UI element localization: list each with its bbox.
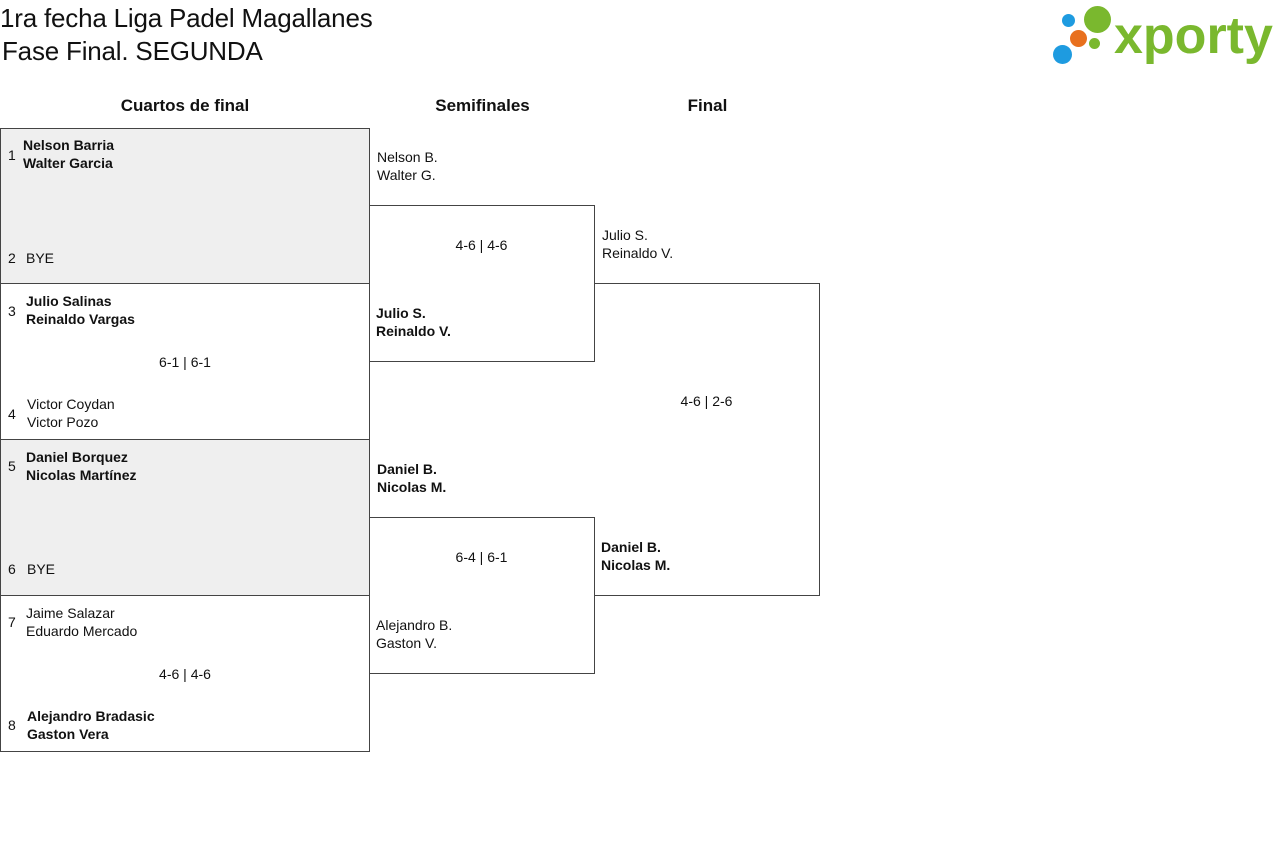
seed-number: 7 [8,614,16,630]
seed-number: 5 [8,458,16,474]
seed-number: 2 [8,250,16,266]
match-score: 6-4 | 6-1 [455,549,508,565]
player-name: Walter Garcia [23,155,113,171]
team-entry: Jaime Salazar Eduardo Mercado [26,604,137,640]
seed-number: 8 [8,717,16,733]
team-entry: Julio S. Reinaldo V. [602,226,673,262]
team-entry: Nelson Barria Walter Garcia [23,136,114,172]
player-name: Alejandro Bradasic [27,708,155,724]
match-score: 4-6 | 2-6 [680,393,733,409]
column-header-final: Final [687,96,728,115]
team-entry: Daniel B. Nicolas M. [601,538,670,574]
player-name: Gaston Vera [27,726,109,742]
page-subtitle: Fase Final. SEGUNDA [2,36,263,66]
match-score: 4-6 | 4-6 [455,237,508,253]
team-entry: Victor Coydan Victor Pozo [27,395,115,431]
quarterfinal-match-4[interactable]: 7 Jaime Salazar Eduardo Mercado 4-6 | 4-… [0,595,370,752]
team-entry: Alejandro B. Gaston V. [376,616,452,652]
player-name: Nelson B. [377,149,438,165]
player-name: Victor Pozo [27,414,99,430]
player-name: Jaime Salazar [26,605,115,621]
player-name: Julio Salinas [26,293,112,309]
team-entry: Nelson B. Walter G. [377,148,438,184]
team-entry: Alejandro Bradasic Gaston Vera [27,707,155,743]
player-name: Reinaldo V. [602,245,674,261]
player-name: Gaston V. [376,635,437,651]
player-name: Julio S. [376,305,426,321]
quarterfinal-match-1[interactable]: 1 Nelson Barria Walter Garcia 2 BYE [0,128,370,284]
player-name: BYE [26,250,55,266]
team-entry: Julio S. Reinaldo V. [376,304,451,340]
player-name: Daniel Borquez [26,449,128,465]
player-name: Alejandro B. [376,617,453,633]
player-name: Nicolas Martínez [26,467,137,483]
team-entry: BYE [26,249,54,267]
logo-dot-blue-large-icon [1053,45,1072,64]
seed-number: 4 [8,406,16,422]
semifinal-bracket-box: 4-6 | 4-6 Julio S. Reinaldo V. [369,205,595,362]
player-name: Reinaldo V. [376,323,451,339]
player-name: Nicolas M. [377,479,447,495]
player-name: Reinaldo Vargas [26,311,135,327]
logo-dot-orange-icon [1070,30,1087,47]
logo-dot-green-small-icon [1089,38,1100,49]
logo-dot-green-icon [1084,6,1111,33]
player-name: Julio S. [602,227,648,243]
seed-number: 1 [8,147,16,163]
player-name: Daniel B. [377,461,437,477]
semifinal-bracket-box: 6-4 | 6-1 Alejandro B. Gaston V. [369,517,595,674]
team-entry: Daniel B. Nicolas M. [377,460,446,496]
player-name: Eduardo Mercado [26,623,138,639]
quarterfinal-match-2[interactable]: 3 Julio Salinas Reinaldo Vargas 6-1 | 6-… [0,283,370,440]
team-entry: Daniel Borquez Nicolas Martínez [26,448,136,484]
seed-number: 3 [8,303,16,319]
team-entry: BYE [27,560,55,578]
player-name: Nicolas M. [601,557,671,573]
logo-text: xporty [1114,7,1273,65]
seed-number: 6 [8,561,16,577]
column-header-semifinals: Semifinales [435,96,530,115]
team-entry: Julio Salinas Reinaldo Vargas [26,292,135,328]
player-name: BYE [27,561,56,577]
match-score: 6-1 | 6-1 [159,354,211,370]
player-name: Daniel B. [601,539,661,555]
final-bracket-box: 4-6 | 2-6 Daniel B. Nicolas M. [594,283,820,596]
quarterfinal-match-3[interactable]: 5 Daniel Borquez Nicolas Martínez 6 BYE [0,439,370,596]
player-name: Nelson Barria [23,137,115,153]
player-name: Walter G. [377,167,436,183]
logo-dot-blue-small-icon [1062,14,1075,27]
page-title: 1ra fecha Liga Padel Magallanes [0,3,373,33]
match-score: 4-6 | 4-6 [159,666,211,682]
column-header-quarterfinals: Cuartos de final [120,96,250,115]
player-name: Victor Coydan [27,396,115,412]
